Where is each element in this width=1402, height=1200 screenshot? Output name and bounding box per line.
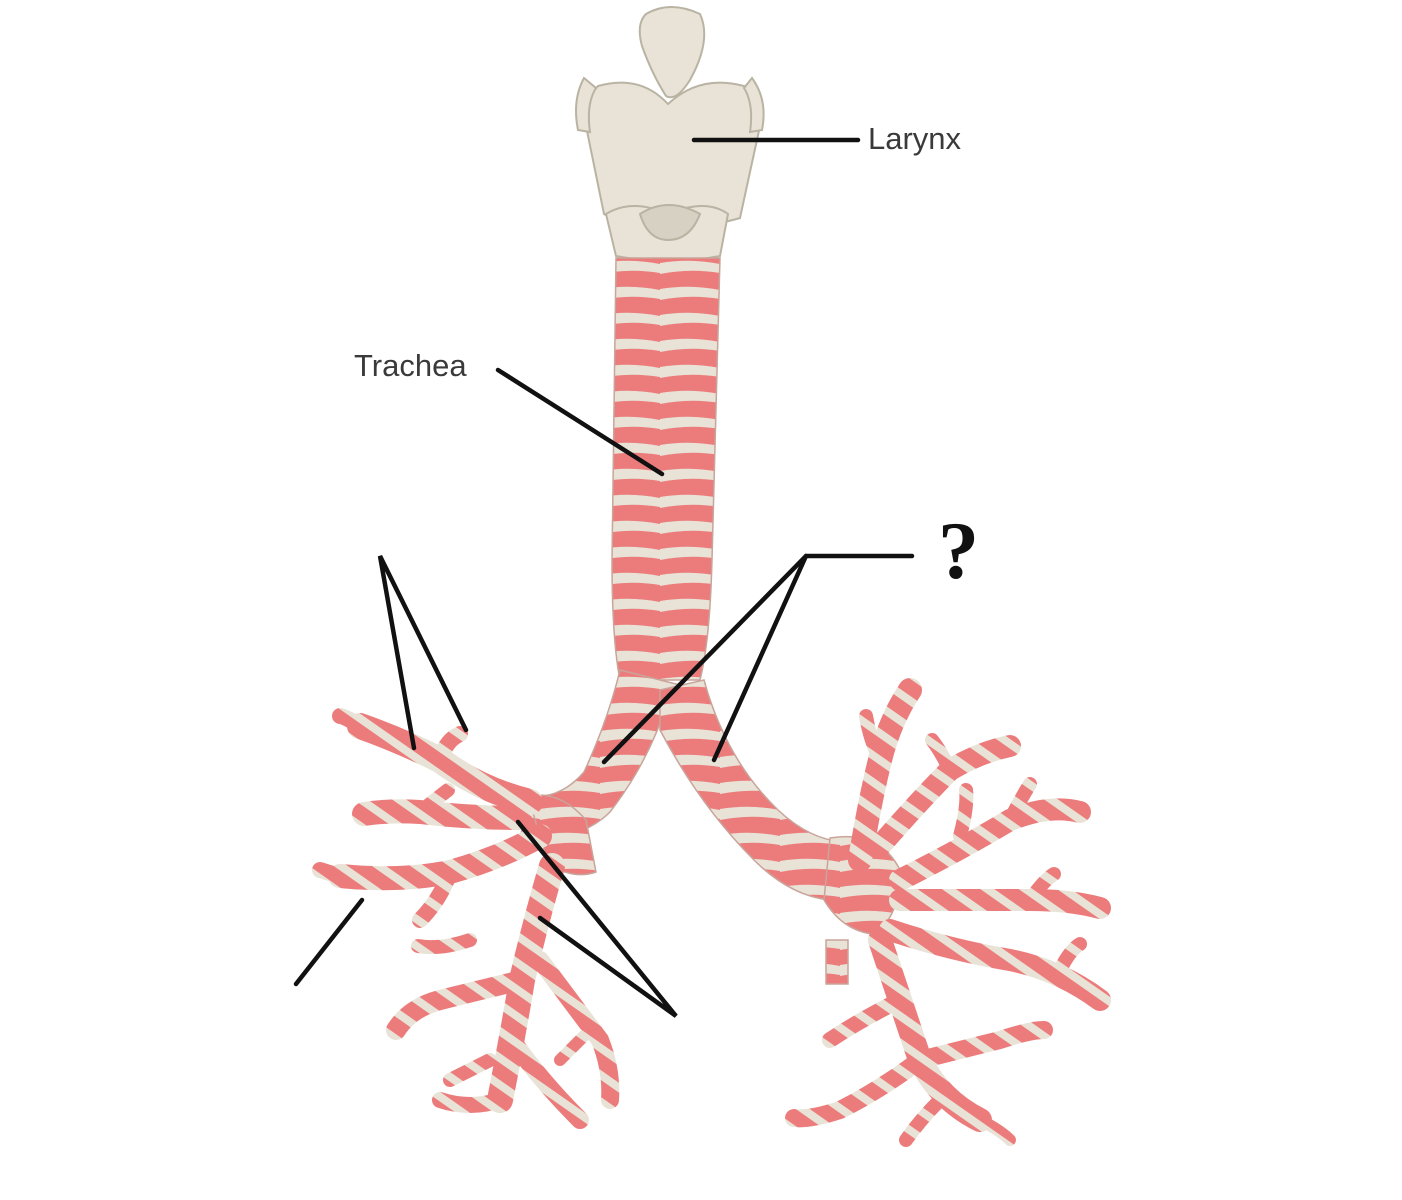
left-lower-leader-line [293,897,365,987]
trachea-structure [611,257,721,681]
trachea-leader-line [495,367,665,477]
right-bronchial-tree [785,678,1111,1147]
trachea-label: Trachea [354,348,467,383]
larynx-label: Larynx [868,121,962,156]
larynx-structure [575,6,765,262]
left-bronchial-tree [312,708,620,1129]
unknown-label: ? [938,505,979,596]
left-upper-leader-line [377,555,469,751]
trachea-tube [611,257,721,681]
unknown-leader-branch [711,553,809,763]
epiglottis [638,6,706,99]
leader-lines [293,137,915,1018]
labels: Larynx Trachea ? [354,121,979,596]
primary-bronchi [519,669,901,985]
thyroid-cartilage [584,81,762,227]
left-middle-leader-line [515,819,678,1018]
right-main-bronchus [659,679,845,901]
